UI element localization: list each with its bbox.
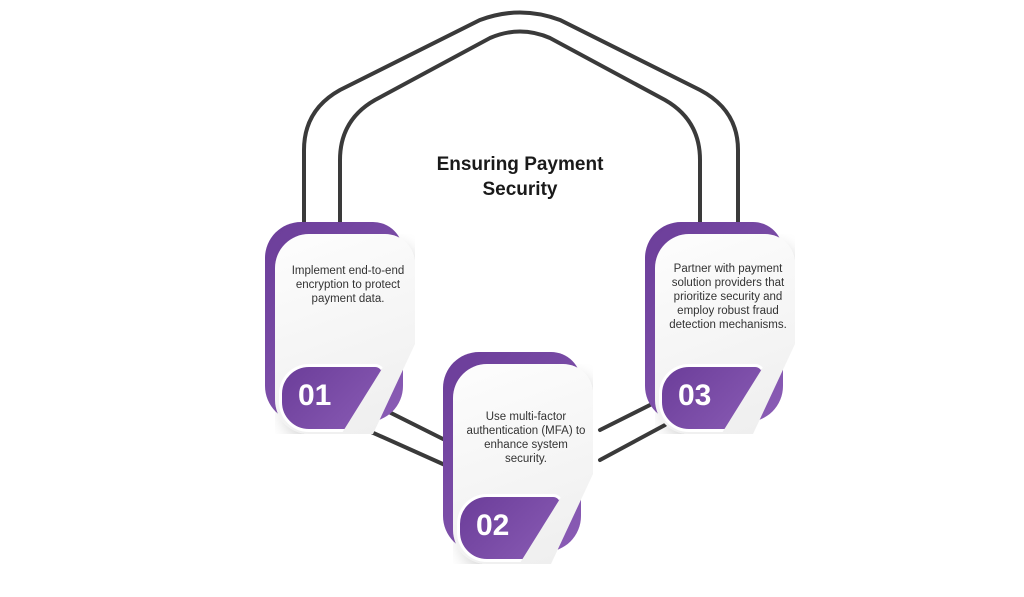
step-card-02: Use multi-factor authentication (MFA) to… bbox=[443, 352, 593, 564]
diagram-title: Ensuring Payment Security bbox=[436, 154, 604, 200]
step-number: 03 bbox=[678, 379, 712, 412]
step-text: Use multi-factor authentication (MFA) to… bbox=[466, 411, 586, 465]
step-number: 02 bbox=[476, 509, 510, 542]
step-text: Partner with payment solution providers … bbox=[669, 263, 787, 331]
step-card-03: Partner with payment solution providers … bbox=[645, 222, 795, 434]
step-text: Implement end-to-end encryption to prote… bbox=[291, 265, 405, 305]
step-number: 01 bbox=[298, 379, 332, 412]
step-card-01: Implement end-to-end encryption to prote… bbox=[265, 222, 415, 434]
